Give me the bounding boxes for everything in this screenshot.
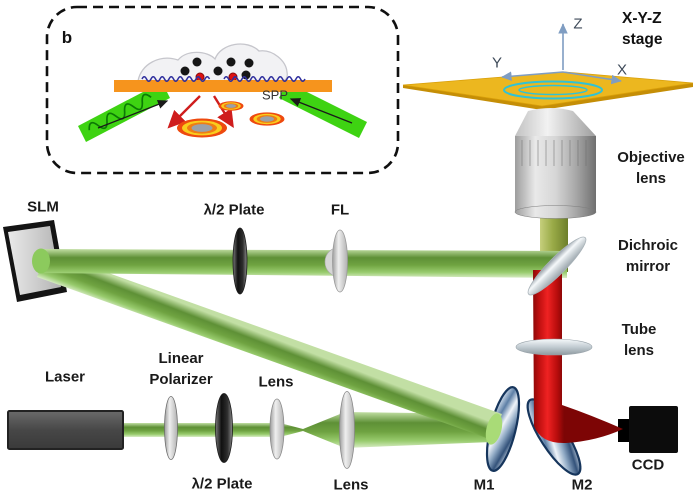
stage-edge xyxy=(403,83,693,110)
laser-label: Laser xyxy=(44,368,86,386)
inset-dashed-border xyxy=(45,5,400,175)
dichroic-mirror-plate xyxy=(527,236,587,296)
fl-plate xyxy=(332,229,348,293)
polarizer-label-line1: Linear xyxy=(158,350,204,367)
half-wave-plate-bottom-label: λ/2 Plate xyxy=(191,475,253,493)
tube-lens-label-line2: lens xyxy=(623,342,654,359)
ccd-camera xyxy=(618,406,678,453)
axis-y-arrow xyxy=(501,71,564,81)
beam-spot-on-m1 xyxy=(485,413,503,445)
spp-label: SPP xyxy=(261,87,289,103)
inset-panel xyxy=(45,5,400,175)
inset-excitation-beam-left xyxy=(78,82,170,142)
emission-arrow-right xyxy=(212,95,234,129)
propagation-arrow-left xyxy=(97,100,169,129)
inset-excitation-beam-right xyxy=(279,82,367,138)
tube-lens-plate xyxy=(515,338,593,356)
m2-label: M2 xyxy=(571,476,593,494)
objective-barrel xyxy=(515,136,596,212)
objective-grip-ridges xyxy=(521,140,587,166)
emission-ring-small xyxy=(218,101,244,111)
ccd-body xyxy=(629,406,678,453)
fl-label: FL xyxy=(330,201,350,219)
dichroic-mirror-label: Dichroic mirror xyxy=(618,235,678,277)
gold-film xyxy=(114,80,332,92)
objective-lens-label: Objective lens xyxy=(617,147,685,189)
dark-bead xyxy=(226,57,236,67)
slm-label: SLM xyxy=(27,198,59,216)
ccd-label: CCD xyxy=(631,456,665,474)
beam-endcap-slm xyxy=(32,248,50,274)
stage-top xyxy=(402,71,694,107)
half-wave-plate-top-label: λ/2 Plate xyxy=(203,201,265,219)
objective-lens-body xyxy=(514,108,597,219)
objective-nose-cone xyxy=(515,108,596,136)
dark-bead xyxy=(192,57,202,67)
axis-y-label: Y xyxy=(491,54,503,72)
dichroic-label-line1: Dichroic xyxy=(617,237,679,254)
axis-x-arrow xyxy=(562,71,622,85)
fourier-lens xyxy=(324,229,348,293)
polarizer-label-line2: Polarizer xyxy=(149,371,213,388)
stage-axes xyxy=(501,23,622,85)
objective-label-line2: lens xyxy=(635,170,666,187)
linear-polarizer-label: Linear Polarizer xyxy=(149,348,212,390)
tube-lens-label-line1: Tube xyxy=(621,321,657,338)
inset-panel-label: b xyxy=(61,28,73,47)
objective-label-line1: Objective xyxy=(617,149,685,166)
lens-lower-plate xyxy=(339,391,355,469)
axis-x-label: X xyxy=(616,61,628,79)
emission-ring-large xyxy=(177,118,227,138)
laser-box xyxy=(7,410,124,450)
linear-polarizer-plate xyxy=(164,396,178,460)
axis-z-label: Z xyxy=(573,15,583,33)
beam-fluorescence-red xyxy=(533,270,623,444)
dark-bead xyxy=(213,66,223,76)
half-wave-plate-bottom xyxy=(215,393,233,463)
dichroic-label-line2: mirror xyxy=(625,258,671,275)
xyz-stage-label-line1: X-Y-Z xyxy=(622,10,662,27)
propagation-arrow-right xyxy=(289,98,353,124)
sample-ring-inner xyxy=(518,84,588,96)
dark-bead xyxy=(244,58,254,68)
sample-ring-outer xyxy=(503,80,603,100)
xyz-stage-label: X-Y-Z stage xyxy=(622,8,663,50)
spp-waves xyxy=(141,76,306,82)
emission-ring-right xyxy=(249,112,285,126)
xyz-stage-label-line2: stage xyxy=(622,31,663,48)
dark-bead xyxy=(180,66,190,76)
sample-blob xyxy=(137,43,288,82)
half-wave-plate-top xyxy=(232,227,248,295)
beam-m1-to-slm xyxy=(37,251,502,440)
lens-upper-plate xyxy=(269,398,285,460)
m1-label: M1 xyxy=(473,476,495,494)
emission-arrow-left xyxy=(167,95,201,129)
tube-lens-label: Tube lens xyxy=(622,319,657,361)
xyz-stage-platform xyxy=(402,23,694,110)
lens-lower-label: Lens xyxy=(333,476,369,494)
lens-upper-label: Lens xyxy=(258,373,294,391)
objective-bottom-rim xyxy=(514,205,597,219)
ccd-lens-mount xyxy=(618,419,632,442)
beam-slm-to-dichroic xyxy=(38,249,567,278)
